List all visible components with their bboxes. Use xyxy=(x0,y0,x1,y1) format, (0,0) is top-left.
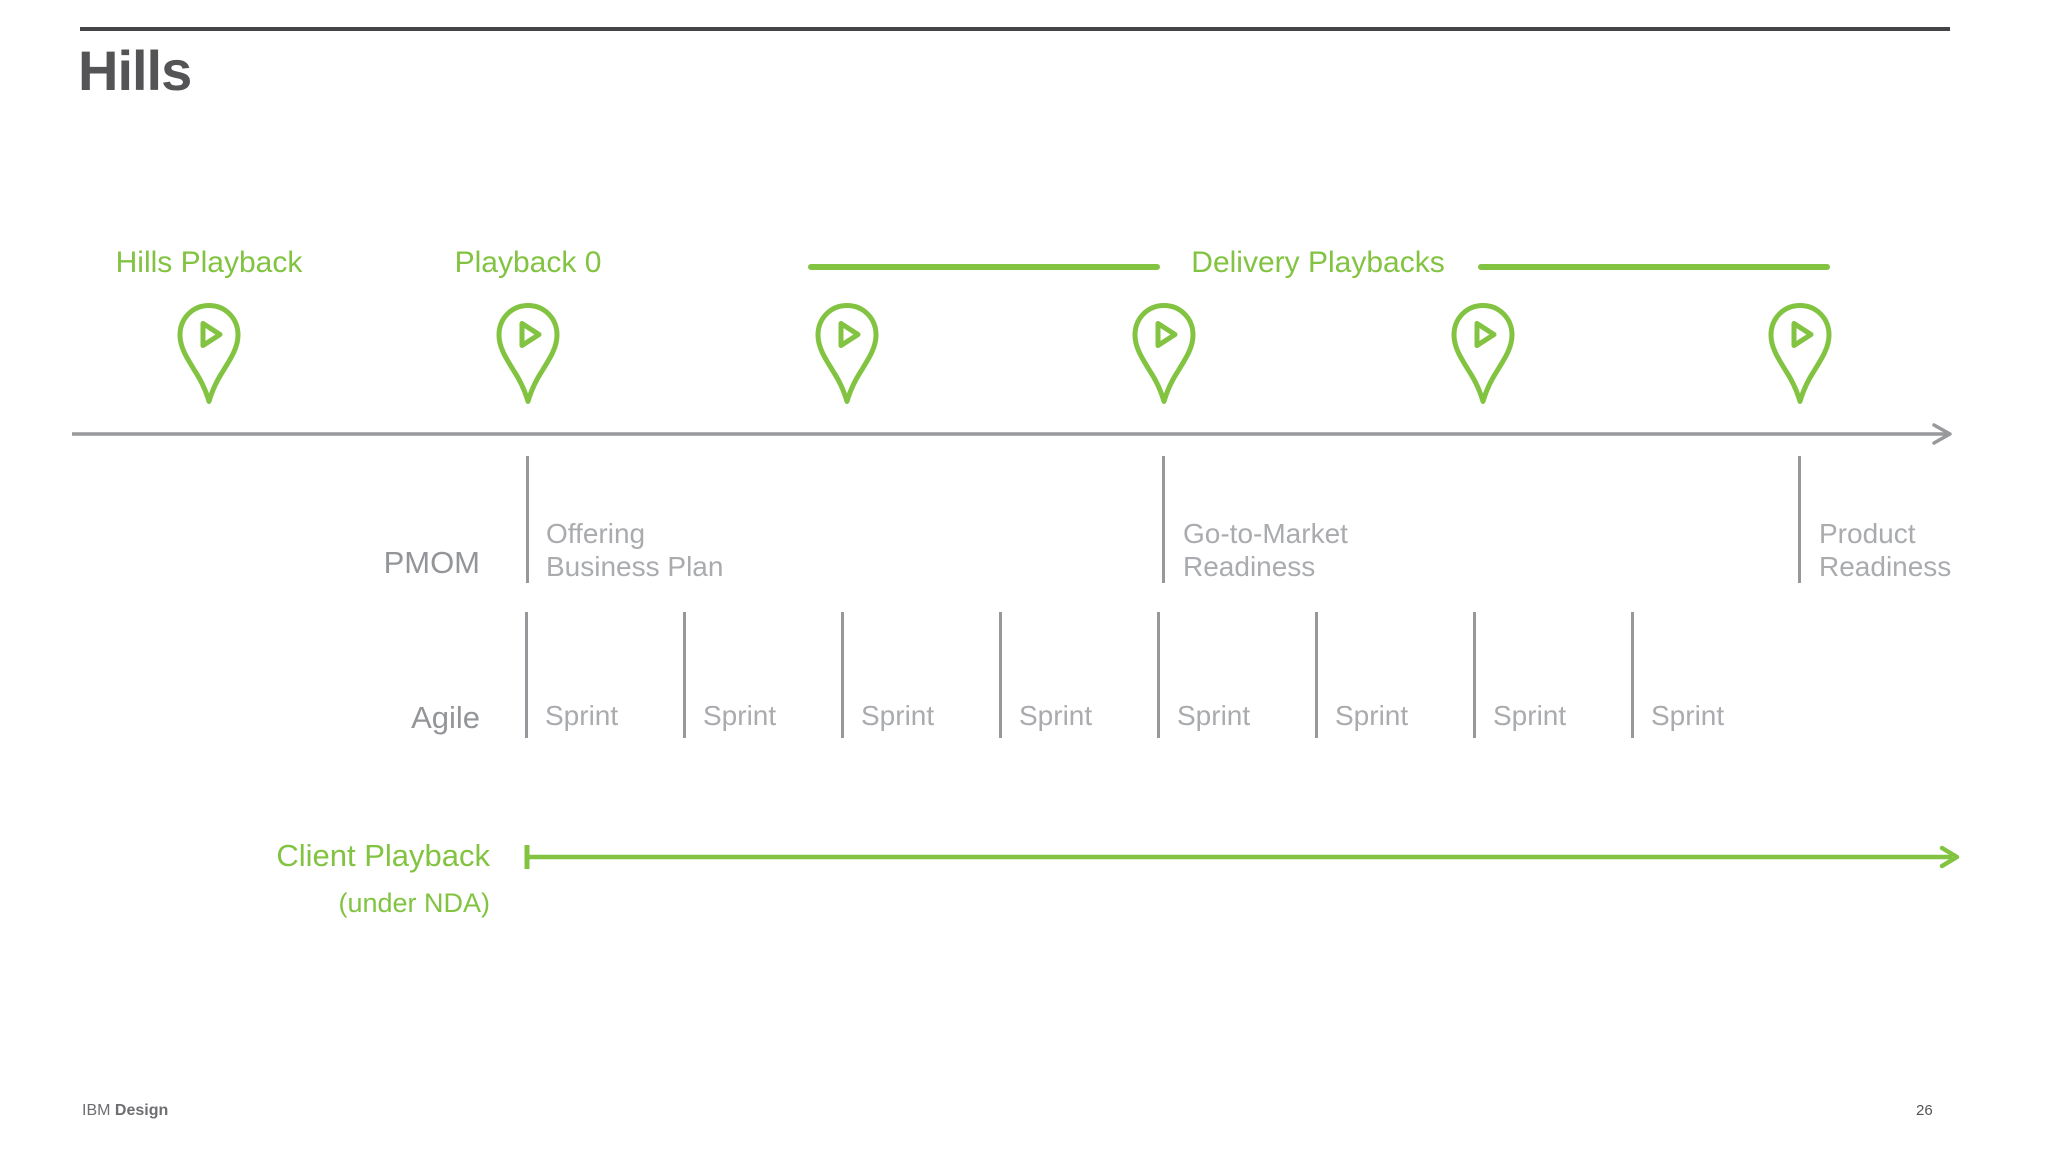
client-playback-sublabel: (under NDA) xyxy=(338,888,490,918)
milestone-line2: Readiness xyxy=(1819,551,1952,582)
client-playback-arrow xyxy=(524,845,1960,869)
footer-brand-ibm: IBM xyxy=(82,1102,111,1119)
agile-row-label: Agile xyxy=(411,700,480,735)
footer-brand: IBM Design xyxy=(82,1102,168,1120)
client-playback-label: Client Playback xyxy=(276,838,490,873)
delivery-playbacks-line-right xyxy=(1478,264,1830,270)
page-title: Hills xyxy=(78,39,192,102)
map-pin-play-icon xyxy=(1131,302,1197,406)
timeline-axis-arrow xyxy=(72,423,1952,445)
label-hills-playback: Hills Playback xyxy=(115,246,303,279)
pmom-row-label: PMOM xyxy=(383,545,480,580)
sprint-tick xyxy=(999,612,1002,738)
map-pin-play-icon xyxy=(814,302,880,406)
sprint-tick xyxy=(683,612,686,738)
milestone-line1: Product xyxy=(1819,518,1916,549)
sprint-label: Sprint xyxy=(703,700,777,731)
milestone-tick xyxy=(526,456,529,583)
map-pin-play-icon xyxy=(176,302,242,406)
footer-brand-design: Design xyxy=(114,1102,169,1119)
sprint-tick xyxy=(1157,612,1160,738)
sprint-tick xyxy=(1315,612,1318,738)
milestone-line2: Business Plan xyxy=(546,551,724,582)
sprint-label: Sprint xyxy=(1335,700,1409,731)
map-pin-play-icon xyxy=(495,302,561,406)
top-rule xyxy=(80,27,1950,31)
milestone-tick xyxy=(1798,456,1801,583)
sprint-label: Sprint xyxy=(1019,700,1093,731)
page-number: 26 xyxy=(1916,1102,1933,1119)
milestone-line2: Readiness xyxy=(1183,551,1316,582)
map-pin-play-icon xyxy=(1450,302,1516,406)
sprint-label: Sprint xyxy=(861,700,935,731)
label-delivery-playbacks: Delivery Playbacks xyxy=(1191,246,1445,279)
sprint-tick xyxy=(1631,612,1634,738)
sprint-tick xyxy=(841,612,844,738)
sprint-label: Sprint xyxy=(545,700,619,731)
sprint-label: Sprint xyxy=(1493,700,1567,731)
sprint-label: Sprint xyxy=(1177,700,1251,731)
sprint-tick xyxy=(525,612,528,738)
milestone-tick xyxy=(1162,456,1165,583)
milestone-line1: Offering xyxy=(546,518,646,549)
label-playback-0: Playback 0 xyxy=(454,246,602,279)
sprint-label: Sprint xyxy=(1651,700,1725,731)
sprint-tick xyxy=(1473,612,1476,738)
delivery-playbacks-line-left xyxy=(808,264,1160,270)
milestone-line1: Go-to-Market xyxy=(1183,518,1348,549)
map-pin-play-icon xyxy=(1767,302,1833,406)
